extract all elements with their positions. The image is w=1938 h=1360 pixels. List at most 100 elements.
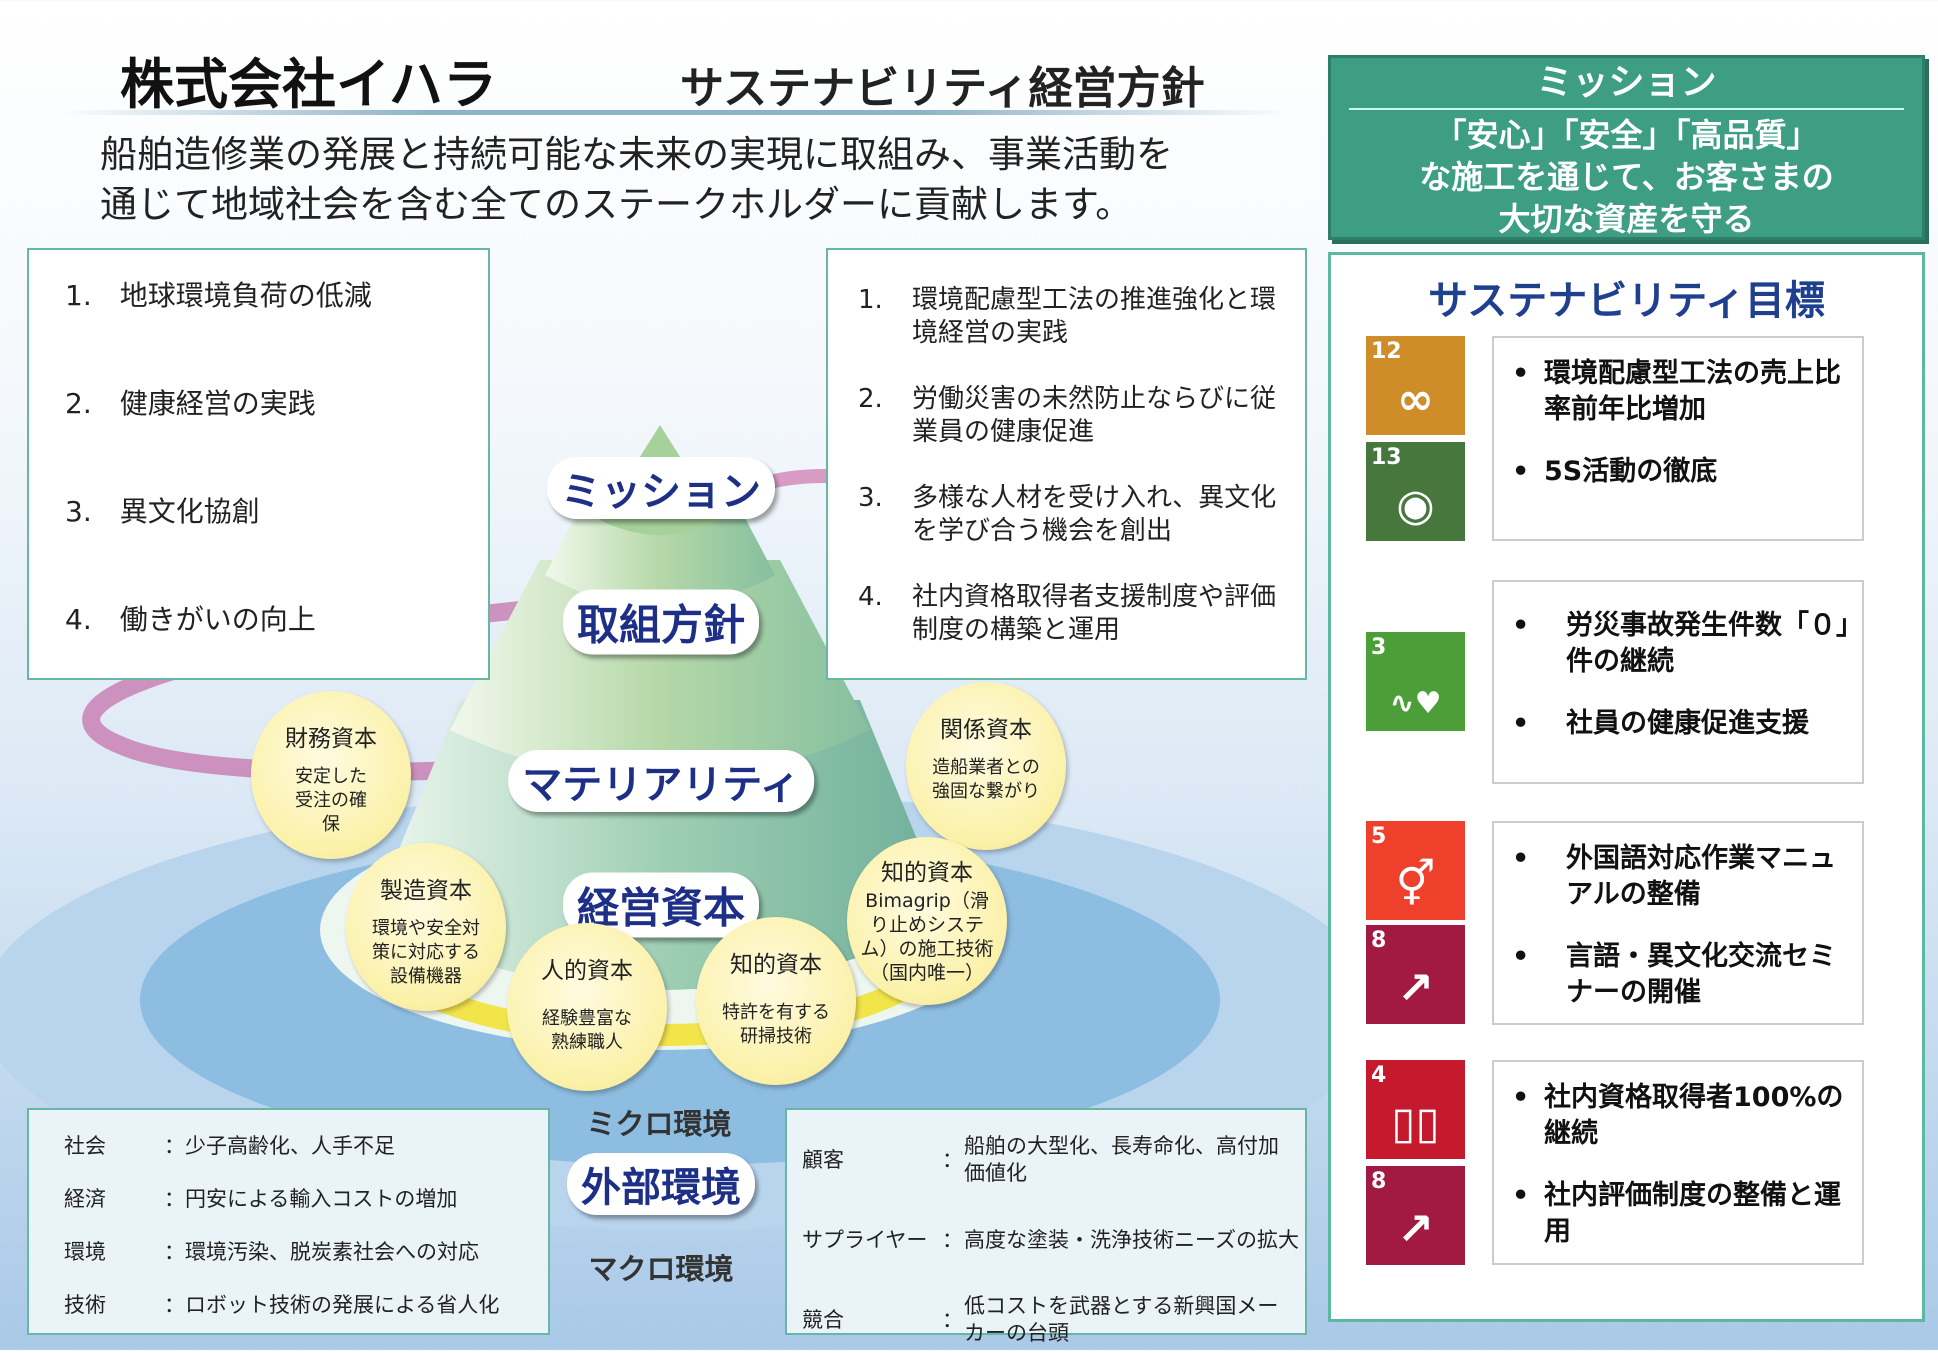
intro-line: 通じて地域社会を含む全てのステークホルダーに貢献します。 — [100, 183, 1133, 226]
macro-row: 社会：少子高齢化、人手不足 — [64, 1130, 548, 1183]
capital-title: 人的資本 — [541, 958, 633, 984]
gender-equality-icon: ⚥ — [1395, 859, 1436, 910]
macro-key: 経済 — [64, 1187, 106, 1211]
policy-item: 2. 労働災害の未然防止ならびに従業員の健康促進 — [858, 383, 1295, 482]
label-mission: ミッション — [547, 457, 775, 519]
sdg-number: 13 — [1371, 445, 1402, 470]
macro-row: 経済 ：円安による輸入コストの増加 — [64, 1183, 548, 1236]
eye-globe-icon: ◉ — [1396, 480, 1435, 531]
capital-human: 人的資本経験豊富な熟練職人 — [507, 923, 667, 1091]
goal-box-health: 労災事故発生件数「０」件の継続 社員の健康促進支援 — [1492, 580, 1864, 784]
label-macro-environment: マクロ環境 — [588, 1252, 734, 1286]
macro-row: 環境 ：環境汚染、脱炭素社会への対応 — [64, 1236, 548, 1289]
sdg-number: 5 — [1371, 824, 1387, 849]
policy-list: 1. 環境配慮型工法の推進強化と環境経営の実践 2. 労働災害の未然防止ならびに従業… — [826, 248, 1307, 680]
materiality-item: 3. 異文化協創 — [65, 495, 260, 528]
policy-num: 4. — [858, 582, 883, 612]
intro-line: 船舶造修業の発展と持続可能な未来の実現に取組み、事業活動を — [100, 133, 1173, 176]
macro-environment-box: 社会：少子高齢化、人手不足 経済 ：円安による輸入コストの増加 環境 ：環境汚染、脱… — [27, 1108, 550, 1335]
title-divider — [60, 110, 1290, 115]
policy-text: 多様な人材を受け入れ、異文化を学び合う機会を創出 — [912, 483, 1277, 546]
label-micro-environment: ミクロ環境 — [586, 1107, 732, 1141]
micro-environment-box: 顧客：船舶の大型化、長寿命化、高付加価値化 サプライヤー：高度な塗装・洗浄技術ニ… — [785, 1108, 1307, 1345]
sdg-3-tile: 3∿♥ — [1366, 632, 1465, 731]
capital-desc: Bimagrip（滑り止めシステム）の施工技術（国内唯一） — [860, 890, 994, 984]
policy-num: 3. — [858, 483, 883, 513]
capital-desc: 特許を有する研掃技術 — [722, 1002, 830, 1047]
macro-value: ：ロボット技術の発展による省人化 — [164, 1293, 500, 1317]
goal-box-environment: 環境配慮型工法の売上比率前年比増加 5S活動の徹底 — [1492, 336, 1864, 541]
macro-key: 技術 — [64, 1293, 106, 1317]
goal-item: 外国語対応作業マニュアルの整備 — [1508, 841, 1854, 913]
label-external-environment: 外部環境 — [567, 1153, 755, 1215]
micro-row: 顧客 ：船舶の大型化、長寿命化、高付加価値化 — [802, 1120, 1299, 1200]
growth-chart-icon: ↗ — [1397, 963, 1434, 1014]
capital-title: 関係資本 — [940, 717, 1032, 743]
sdg-12-tile: 12∞ — [1366, 336, 1465, 435]
materiality-item: 2. 健康経営の実践 — [65, 387, 316, 420]
micro-row: サプライヤー ：高度な塗装・洗浄技術ニーズの拡大 — [802, 1200, 1299, 1280]
macro-value: ：円安による輸入コストの増加 — [164, 1187, 458, 1211]
capital-financial: 財務資本安定した受注の確保 — [251, 691, 411, 859]
macro-value: ：環境汚染、脱炭素社会への対応 — [164, 1240, 479, 1264]
policy-text: 社内資格取得者支援制度や評価制度の構築と運用 — [912, 582, 1277, 645]
goal-item: 5S活動の徹底 — [1508, 454, 1854, 490]
sdg-number: 12 — [1371, 339, 1402, 364]
micro-key: 顧客 — [802, 1147, 844, 1172]
mission-line: な施工を通じて、お客さまの — [1419, 158, 1834, 196]
policy-item: 1. 環境配慮型工法の推進強化と環境経営の実践 — [858, 284, 1295, 383]
micro-value: 船舶の大型化、長寿命化、高付加価値化 — [964, 1134, 1279, 1185]
label-policy: 取組方針 — [562, 589, 760, 655]
company-name: 株式会社イハラ — [120, 53, 497, 116]
capital-title: 知的資本 — [881, 860, 973, 886]
policy-text: 労働災害の未然防止ならびに従業員の健康促進 — [912, 384, 1277, 447]
policy-item: 4. 社内資格取得者支援制度や評価制度の構築と運用 — [858, 581, 1295, 680]
sdg-number: 4 — [1371, 1063, 1387, 1088]
mission-line: 「安心」「安全」「高品質」 — [1434, 116, 1819, 154]
capital-manufactured: 製造資本環境や安全対策に対応する設備機器 — [346, 843, 506, 1011]
mission-title: ミッション — [1349, 58, 1904, 110]
goal-box-engagement: 社内資格取得者100%の継続 社内評価制度の整備と運用 — [1492, 1060, 1864, 1265]
macro-key: 環境 — [64, 1240, 106, 1264]
mission-line: 大切な資産を守る — [1498, 200, 1755, 238]
micro-colon: ： — [942, 1227, 963, 1252]
capital-desc: 造船業者との強固な繋がり — [932, 757, 1040, 802]
sdg-number: 8 — [1371, 928, 1387, 953]
goal-item: 言語・異文化交流セミナーの開催 — [1508, 939, 1854, 1011]
policy-num: 2. — [858, 384, 883, 414]
micro-value: 高度な塗装・洗浄技術ニーズの拡大 — [964, 1227, 1299, 1252]
goal-box-diversity: 外国語対応作業マニュアルの整備 言語・異文化交流セミナーの開催 — [1492, 821, 1864, 1025]
capital-desc: 経験豊富な熟練職人 — [542, 1008, 632, 1053]
materiality-item: 4. 働きがいの向上 — [65, 603, 316, 636]
macro-row: 技術 ：ロボット技術の発展による省人化 — [64, 1289, 548, 1342]
growth-chart-icon: ↗ — [1397, 1204, 1434, 1255]
sdg-5-tile: 5⚥ — [1366, 821, 1465, 920]
micro-colon: ： — [942, 1147, 963, 1172]
micro-colon: ： — [942, 1307, 963, 1332]
materiality-list: 1. 地球環境負荷の低減 2. 健康経営の実践 3. 異文化協創 4. 働きがい… — [27, 248, 490, 680]
policy-text: 環境配慮型工法の推進強化と環境経営の実践 — [912, 285, 1277, 348]
goal-item: 社員の健康促進支援 — [1508, 706, 1854, 742]
policy-num: 1. — [858, 285, 883, 315]
macro-key: 社会 — [64, 1134, 106, 1158]
capital-desc: 安定した受注の確保 — [295, 766, 367, 835]
micro-value: 低コストを武器とする新興国メーカーの台頭 — [964, 1294, 1279, 1345]
goal-item: 労災事故発生件数「０」件の継続 — [1508, 608, 1854, 680]
micro-key: サプライヤー — [802, 1227, 928, 1252]
capital-title: 知的資本 — [730, 952, 822, 978]
mission-box: ミッション 「安心」「安全」「高品質」 な施工を通じて、お客さまの 大切な資産を… — [1328, 55, 1925, 240]
sdg-8-tile: 8↗ — [1366, 1166, 1465, 1265]
page-title: サステナビリティ経営方針 — [680, 63, 1205, 114]
capital-desc: 環境や安全対策に対応する設備機器 — [372, 918, 480, 987]
book-icon: ▯▯ — [1391, 1098, 1440, 1149]
intro-statement: 船舶造修業の発展と持続可能な未来の実現に取組み、事業活動を 通じて地域社会を含む… — [100, 130, 1173, 230]
capital-title: 製造資本 — [380, 878, 472, 904]
capital-relationship: 関係資本造船業者との強固な繋がり — [906, 682, 1066, 850]
sdg-4-tile: 4▯▯ — [1366, 1060, 1465, 1159]
sdg-number: 8 — [1371, 1169, 1387, 1194]
micro-row: 競合：低コストを武器とする新興国メーカーの台頭 — [802, 1280, 1299, 1360]
sdg-8-tile: 8↗ — [1366, 925, 1465, 1024]
heartbeat-icon: ∿♥ — [1389, 686, 1442, 721]
goal-item: 社内評価制度の整備と運用 — [1508, 1178, 1854, 1250]
goal-item: 環境配慮型工法の売上比率前年比増加 — [1508, 356, 1854, 428]
